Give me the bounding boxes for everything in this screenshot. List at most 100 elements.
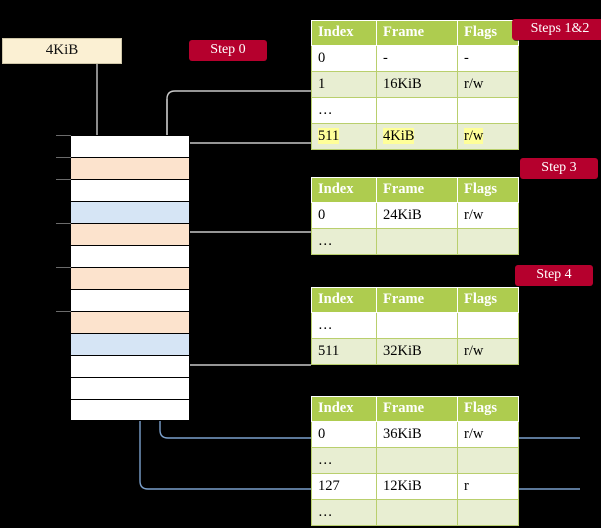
column-header-frame: Frame [376,20,458,46]
table-row: … [311,97,519,124]
physical-memory-column [70,135,190,421]
highlighted-value: 511 [318,128,340,144]
table-cell [376,312,458,339]
column-header-flags: Flags [457,287,519,313]
table-cell [376,97,458,124]
column-header-flags: Flags [457,396,519,422]
highlighted-value: 4KiB [383,128,415,144]
table-cell: 0 [311,45,377,72]
wire-pt-127-to-mem [139,218,580,490]
table-cell: … [311,312,377,339]
memory-frame-tick [56,135,71,136]
column-header-index: Index [311,177,377,203]
step-badge-step3: Step 3 [520,158,598,179]
table-cell [457,447,519,474]
memory-frame-row [70,333,190,355]
table-cell [376,228,458,255]
table-cell: - [376,45,458,72]
table-cell: … [311,447,377,474]
table-cell: 0 [311,202,377,229]
memory-frame-row [70,245,190,267]
table-cell: 1 [311,71,377,98]
table-cell: … [311,499,377,526]
table-cell: 127 [311,473,377,500]
table-row: … [311,499,519,526]
table-cell: 511 [311,123,377,150]
memory-frame-tick [56,223,71,224]
memory-frame-row [70,355,190,377]
memory-frame-row [70,157,190,179]
table-cell: r/w [457,338,519,365]
table-row: … [311,447,519,474]
table-row: 0-- [311,45,519,72]
memory-frame-row [70,311,190,333]
table-cell [376,499,458,526]
memory-frame-row [70,179,190,201]
table-cell: - [457,45,519,72]
column-header-flags: Flags [457,20,519,46]
table-cell: 36KiB [376,421,458,448]
memory-frame-row [70,267,190,289]
table-cell: r/w [457,202,519,229]
table-cell: 32KiB [376,338,458,365]
table-cell: … [311,97,377,124]
column-header-index: Index [311,287,377,313]
table-cell: 24KiB [376,202,458,229]
table-cell: r/w [457,123,519,150]
memory-frame-tick [56,311,71,312]
memory-frame-tick [56,179,71,180]
memory-frame-tick [56,157,71,158]
source-frame-box: 4KiB [2,38,122,64]
table-cell: 12KiB [376,473,458,500]
column-header-frame: Frame [376,177,458,203]
wire-pdp-0-to-mem [175,231,311,262]
wire-pd-511-to-mem [175,283,311,366]
memory-frame-row [70,289,190,311]
table-cell [457,499,519,526]
table-row: … [311,228,519,255]
table-cell: 16KiB [376,71,458,98]
memory-frame-tick [56,267,71,268]
table-row: 511 4KiB r/w [311,123,519,150]
column-header-index: Index [311,396,377,422]
table-cell: r [457,473,519,500]
table-cell [376,447,458,474]
memory-frame-row [70,201,190,223]
column-header-flags: Flags [457,177,519,203]
step-badge-steps12: Steps 1&2 [512,19,601,40]
wire-pt-0-to-mem [159,335,580,439]
highlighted-value: r/w [464,128,484,144]
table-row: … [311,312,519,339]
column-header-index: Index [311,20,377,46]
memory-frame-row [70,223,190,245]
table-cell [457,312,519,339]
step-badge-step0: Step 0 [189,40,267,61]
table-cell: r/w [457,421,519,448]
column-header-frame: Frame [376,287,458,313]
table-cell: r/w [457,71,519,98]
memory-frame-row [70,377,190,399]
table-cell: 4KiB [376,123,458,150]
table-cell: … [311,228,377,255]
memory-frame-row [70,399,190,421]
table-cell: 511 [311,338,377,365]
table-cell [457,228,519,255]
table-cell: 0 [311,421,377,448]
table-cell [457,97,519,124]
step-badge-step4: Step 4 [515,265,593,286]
column-header-frame: Frame [376,396,458,422]
